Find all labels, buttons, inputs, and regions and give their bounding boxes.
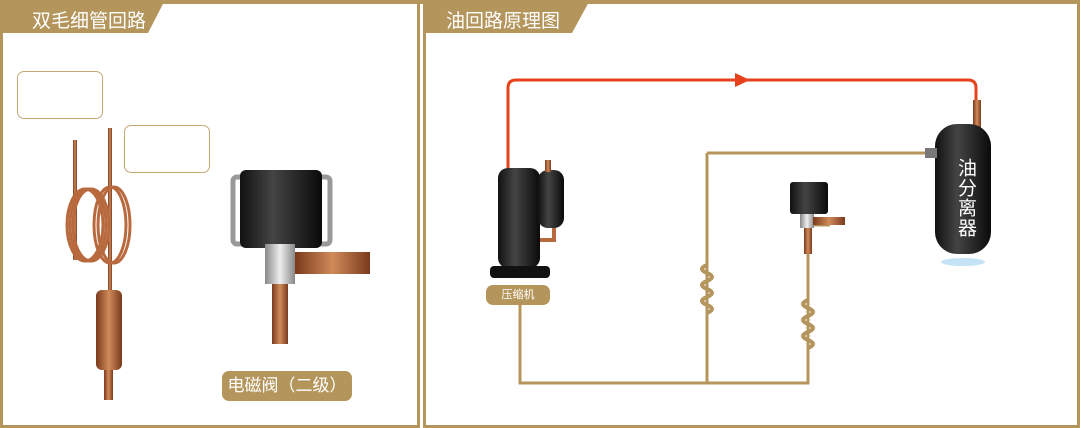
- oil-separator-image: [925, 100, 991, 266]
- solenoid-valve-image: [230, 170, 370, 344]
- oil-separator-label: 油分离器: [955, 158, 977, 238]
- solenoid-valve-label: 电磁阀（二级）: [222, 371, 352, 401]
- flow-arrow-icon: [735, 73, 750, 87]
- right-panel-title: 油回路原理图: [446, 10, 561, 32]
- compressor-label: 压缩机: [486, 285, 550, 305]
- left-panel-title: 双毛细管回路: [32, 10, 147, 32]
- empty-label-box: [17, 71, 103, 119]
- discharge-line: [506, 78, 978, 170]
- capillary-coil-icon: [700, 263, 815, 350]
- compressor-image: [490, 160, 564, 278]
- oil-circuit-lines: [518, 151, 940, 385]
- capillary-assembly-image: [65, 128, 132, 400]
- empty-label-box: [124, 125, 210, 173]
- small-solenoid-valve-image: [790, 182, 845, 254]
